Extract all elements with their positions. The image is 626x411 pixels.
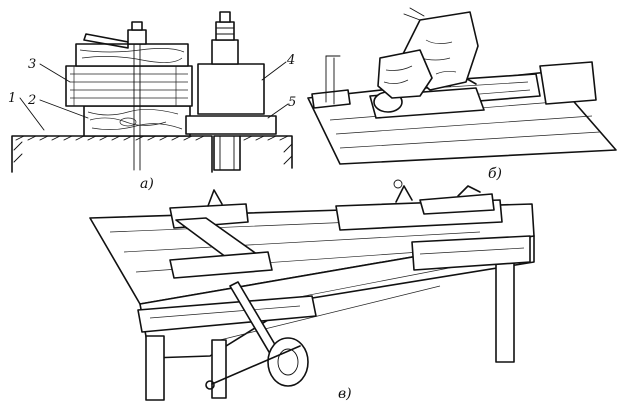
- vise-handle: [211, 345, 301, 385]
- workpiece-board: [65, 65, 193, 107]
- clamp-screw: [133, 27, 141, 171]
- label-5: 5: [288, 95, 296, 110]
- vise-hub: [267, 337, 309, 387]
- back-block: [75, 43, 189, 67]
- bench-leg-right: [495, 261, 515, 363]
- lower-board: [83, 105, 191, 137]
- stop-plate: [185, 115, 277, 135]
- tail-vise-jaw: [411, 235, 531, 271]
- wedge-handle: [83, 33, 129, 49]
- label-1: 1: [8, 91, 16, 106]
- panel-b-planing: б): [307, 7, 617, 182]
- bench-top-section: [11, 135, 293, 173]
- bench-leg-left: [145, 335, 165, 401]
- hand-right: [377, 49, 433, 99]
- label-4: 4: [286, 53, 295, 68]
- panel-a-bench-stop-section: 1 2 3 4 5 а): [8, 11, 296, 192]
- panel-v-workbench: в): [89, 179, 535, 402]
- bench-stop-column: [197, 63, 265, 115]
- jointer-plane: [419, 193, 495, 215]
- caption-b: б): [488, 166, 502, 182]
- vise-jaw: [137, 295, 317, 333]
- caption-a: а): [140, 176, 154, 192]
- vise-block: [169, 251, 273, 279]
- caption-v: в): [338, 386, 352, 402]
- stop-strip: [539, 61, 597, 105]
- label-3: 3: [28, 57, 36, 72]
- label-2: 2: [27, 93, 36, 108]
